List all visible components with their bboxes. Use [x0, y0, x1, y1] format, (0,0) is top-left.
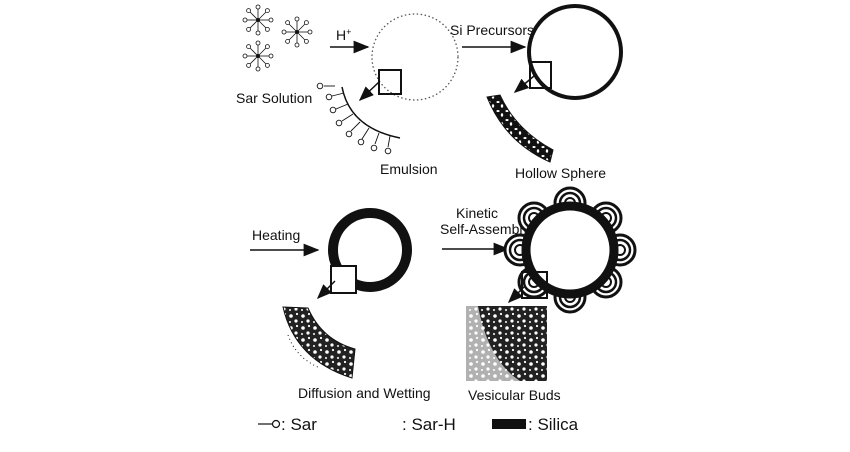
silica-shell-detail	[486, 94, 554, 163]
budded-sphere	[503, 186, 637, 314]
vesicular-buds-detail	[466, 306, 547, 381]
acid-label: H+	[336, 27, 351, 43]
hollow-sphere-zoom-box	[529, 61, 552, 89]
kinetic-label-line1: Kinetic	[456, 205, 498, 221]
legend-silica-symbol	[492, 419, 526, 429]
emulsion-label: Emulsion	[380, 161, 438, 177]
thickened-sphere-zoom-arrow	[316, 280, 336, 300]
sar-solution-label: Sar Solution	[236, 90, 312, 106]
legend-sar-label: : Sar	[281, 415, 317, 434]
vesicular-buds-label: Vesicular Buds	[468, 387, 561, 403]
emulsion-zoom-arrow	[358, 81, 380, 102]
sar-solution-micelles	[242, 4, 313, 72]
hollow-sphere-label: Hollow Sphere	[515, 165, 606, 181]
emulsion-interface-detail	[316, 82, 401, 155]
legend-sar-h-label: : Sar-H	[402, 415, 456, 434]
budded-sphere-zoom-arrow	[507, 285, 526, 304]
budded-sphere-zoom-box	[521, 271, 548, 299]
legend-silica-label: : Silica	[528, 415, 579, 434]
emulsion-zoom-box	[378, 69, 402, 95]
hollow-sphere	[527, 4, 623, 100]
diffusion-wetting-detail	[282, 306, 356, 379]
hollow-sphere-zoom-arrow	[513, 75, 535, 93]
diffusion-wetting-label: Diffusion and Wetting	[298, 385, 431, 401]
thickened-sphere-zoom-box	[330, 265, 357, 294]
emulsion-droplet	[371, 13, 459, 101]
kinetic-label-line2: Self-Assembly	[440, 221, 529, 237]
si-precursors-label: Si Precursors	[450, 22, 534, 38]
thickened-sphere	[328, 208, 412, 292]
legend: : Sar : Sar-H : Silica	[258, 415, 579, 434]
legend-sar-symbol	[258, 419, 281, 429]
heating-label: Heating	[252, 227, 300, 243]
